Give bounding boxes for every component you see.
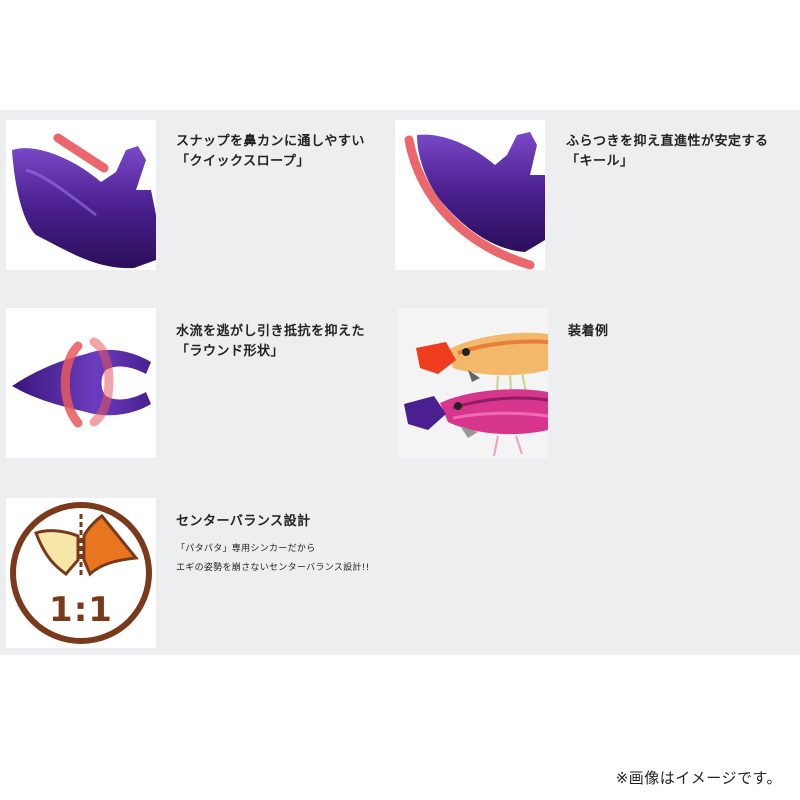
balance-ratio-label: 1:1: [49, 590, 113, 630]
quick-slope-title: スナップを鼻カンに通しやすい 「クイックスロープ」: [176, 132, 365, 172]
mounting-example-image: [398, 308, 548, 458]
quick-slope-title-line2: 「クイックスロープ」: [176, 154, 310, 169]
keel-title-line2: 「キール」: [566, 154, 634, 169]
keel-title-line1: ふらつきを抑え直進性が安定する: [566, 134, 769, 149]
center-balance-note-line1: 「パタパタ」専用シンカーだから: [176, 544, 316, 554]
center-balance-note-line2: エギの姿勢を崩さないセンターバランス設計!!: [176, 563, 370, 573]
center-balance-title: センターバランス設計: [176, 512, 311, 532]
round-shape-title-line1: 水流を逃がし引き抵抗を抑えた: [176, 324, 366, 339]
image-disclaimer: ※画像はイメージです。: [615, 769, 782, 787]
center-balance-title-line1: センターバランス設計: [176, 514, 311, 529]
mounting-example-title: 装着例: [568, 322, 609, 342]
center-balance-note: 「パタパタ」専用シンカーだから エギの姿勢を崩さないセンターバランス設計!!: [176, 540, 370, 578]
round-shape-title: 水流を逃がし引き抵抗を抑えた 「ラウンド形状」: [176, 322, 365, 362]
mounting-example-title-line1: 装着例: [568, 324, 609, 339]
round-shape-title-line2: 「ラウンド形状」: [176, 344, 285, 359]
keel-title: ふらつきを抑え直進性が安定する 「キール」: [566, 132, 769, 172]
features-panel: スナップを鼻カンに通しやすい 「クイックスロープ」 ふらつきを抑え直進性が安定す…: [0, 110, 800, 655]
keel-image: [395, 120, 545, 270]
quick-slope-title-line1: スナップを鼻カンに通しやすい: [176, 134, 365, 149]
round-shape-image: [6, 308, 156, 458]
center-balance-image: 1:1: [6, 498, 156, 648]
quick-slope-image: [6, 120, 156, 270]
